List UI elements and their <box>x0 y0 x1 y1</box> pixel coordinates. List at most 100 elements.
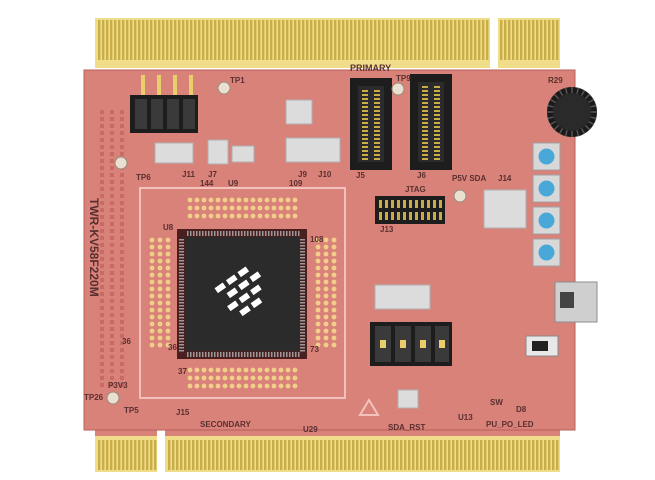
gold-finger <box>426 20 429 60</box>
mcu-pin <box>235 352 237 357</box>
strip-pad <box>110 334 114 338</box>
strip-pad <box>110 285 114 289</box>
gold-finger <box>376 440 379 470</box>
pad <box>157 286 163 292</box>
pad <box>157 328 163 334</box>
mcu-pin <box>220 352 222 357</box>
label-n36-side: 36 <box>122 337 131 346</box>
connector-pin <box>362 150 368 152</box>
gold-finger <box>360 440 363 470</box>
pad <box>165 307 171 313</box>
connector-pin <box>422 146 428 148</box>
pad <box>323 335 329 341</box>
gold-finger <box>130 20 133 60</box>
connector-pin <box>374 94 380 96</box>
pad <box>250 197 256 203</box>
mcu-pin <box>262 231 264 236</box>
pad <box>250 375 256 381</box>
mcu-pin <box>193 231 195 236</box>
gold-finger <box>146 440 149 470</box>
strip-pad <box>100 145 104 149</box>
strip-pad <box>110 306 114 310</box>
mcu-pin <box>179 281 184 283</box>
pad <box>323 314 329 320</box>
gold-finger <box>240 440 243 470</box>
pad <box>271 213 277 219</box>
strip-pad <box>100 194 104 198</box>
gold-finger <box>442 20 445 60</box>
pad <box>222 367 228 373</box>
pad <box>236 197 242 203</box>
pad <box>285 213 291 219</box>
mcu-pin <box>283 352 285 357</box>
jumper-block-bottom <box>370 322 452 366</box>
gold-finger <box>202 20 205 60</box>
gold-finger <box>98 440 101 470</box>
strip-pad <box>110 271 114 275</box>
label-u8: U8 <box>163 223 174 232</box>
mcu-pin <box>229 352 231 357</box>
gold-finger <box>254 20 257 60</box>
gold-finger <box>528 20 531 60</box>
mcu-pin <box>277 231 279 236</box>
gold-finger <box>504 440 507 470</box>
pad <box>157 279 163 285</box>
knob-ridge <box>590 116 597 120</box>
gold-finger <box>356 440 359 470</box>
pad <box>149 335 155 341</box>
pad <box>331 293 337 299</box>
strip-pad <box>100 355 104 359</box>
gold-finger <box>512 20 515 60</box>
strip-pad <box>100 187 104 191</box>
connector-pin <box>434 114 440 116</box>
strip-pad <box>110 243 114 247</box>
mcu-pin <box>190 231 192 236</box>
mcu-pin <box>238 352 240 357</box>
knob-ridge <box>588 98 595 104</box>
mcu-pin <box>179 245 184 247</box>
label-tp9: TP9 <box>396 74 411 83</box>
mcu-pin <box>300 242 305 244</box>
gold-finger <box>190 20 193 60</box>
mcu-pin <box>179 290 184 292</box>
mcu-pin <box>205 231 207 236</box>
mcu-pin <box>300 311 305 313</box>
pad <box>331 258 337 264</box>
mcu-pin <box>179 350 184 352</box>
gold-finger <box>384 440 387 470</box>
strip-pad <box>120 334 124 338</box>
gold-finger <box>464 440 467 470</box>
strip-pad <box>100 257 104 261</box>
gold-finger <box>236 440 239 470</box>
gold-finger <box>134 440 137 470</box>
gold-finger <box>532 20 535 60</box>
strip-pad <box>110 362 114 366</box>
strip-pad <box>120 383 124 387</box>
mcu-pin <box>190 352 192 357</box>
mcu-pin <box>179 299 184 301</box>
strip-pad <box>120 362 124 366</box>
pad <box>157 244 163 250</box>
connector-pin <box>434 102 440 104</box>
strip-pad <box>120 348 124 352</box>
knob-ridge <box>576 130 580 137</box>
strip-pad <box>120 355 124 359</box>
mcu-pin <box>300 257 305 259</box>
knob-ridge <box>584 124 591 131</box>
gold-finger <box>378 20 381 60</box>
pad <box>323 293 329 299</box>
jtag-pin <box>409 200 412 208</box>
pad <box>264 375 270 381</box>
pad <box>165 286 171 292</box>
mcu-pin <box>289 231 291 236</box>
connector-pin <box>422 110 428 112</box>
gold-finger <box>198 20 201 60</box>
connector-pin <box>362 134 368 136</box>
label-secondary: SECONDARY <box>200 420 251 429</box>
connector-pin <box>374 118 380 120</box>
pad <box>149 293 155 299</box>
strip-pad <box>100 138 104 142</box>
gold-finger <box>304 440 307 470</box>
strip-pad <box>100 299 104 303</box>
pad <box>315 321 321 327</box>
